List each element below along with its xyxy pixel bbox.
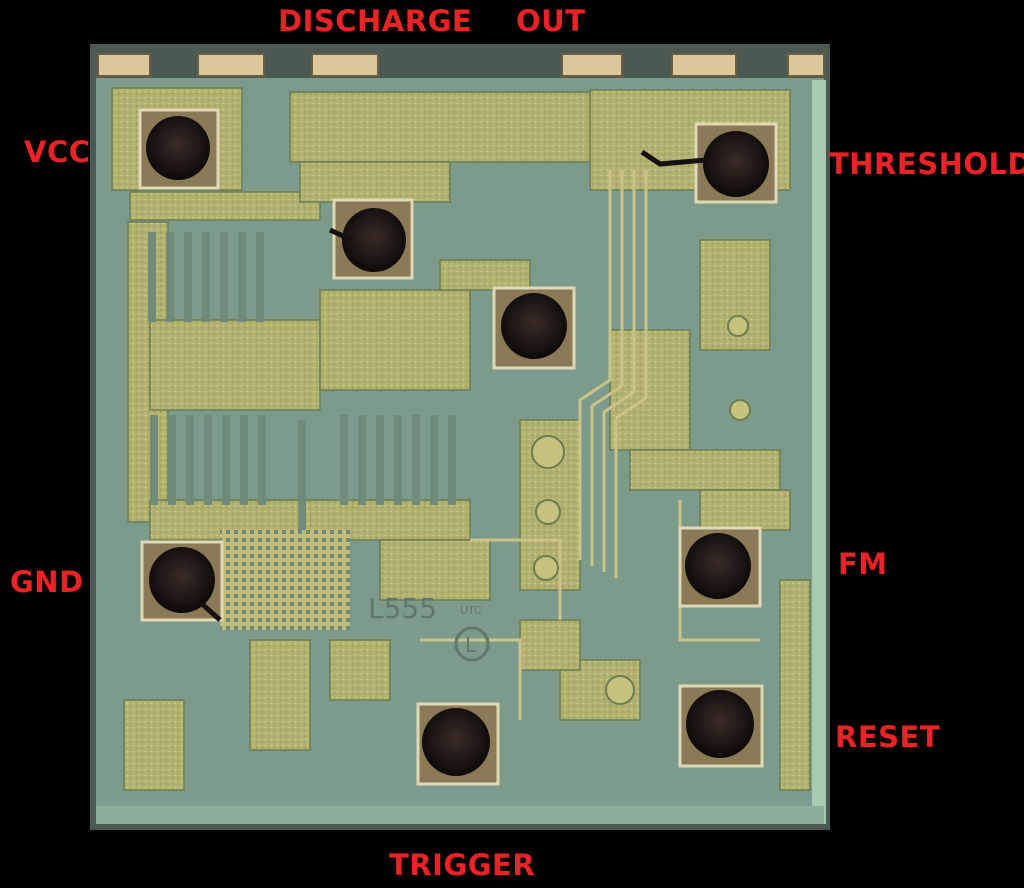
routing-bus bbox=[420, 170, 760, 720]
bond-pad-fm bbox=[678, 526, 762, 608]
bond-pad-reset bbox=[678, 684, 764, 768]
die-marking: L555 UTC L bbox=[368, 592, 490, 662]
bond-pad-trigger bbox=[416, 702, 500, 786]
pin-label-vcc: VCC bbox=[24, 135, 91, 169]
finger-array-top bbox=[148, 232, 264, 322]
maker-marking: UTC bbox=[460, 604, 482, 617]
part-marking: L555 bbox=[368, 592, 437, 625]
pin-label-fm: FM bbox=[838, 547, 888, 581]
top-edge-pads bbox=[97, 53, 825, 77]
logo-letter: L bbox=[465, 633, 477, 657]
pin-label-gnd: GND bbox=[10, 565, 84, 599]
pin-label-out: OUT bbox=[516, 4, 586, 38]
pin-label-discharge: DISCHARGE bbox=[278, 4, 473, 38]
contact-grid bbox=[220, 530, 350, 630]
bond-pad-vcc bbox=[138, 108, 220, 190]
bond-pad-discharge bbox=[328, 198, 414, 280]
bond-pad-out bbox=[492, 286, 576, 370]
logo-ring bbox=[454, 626, 490, 662]
pin-label-trigger: TRIGGER bbox=[389, 848, 536, 882]
finger-array-center bbox=[340, 415, 456, 505]
round-contacts bbox=[531, 315, 751, 705]
pin-label-threshold: THRESHOLD bbox=[829, 147, 1024, 181]
pin-label-reset: RESET bbox=[835, 720, 941, 754]
bond-pad-threshold bbox=[640, 122, 778, 204]
bond-pad-gnd bbox=[140, 540, 224, 622]
finger-array-left bbox=[150, 415, 306, 530]
metal-layer bbox=[111, 87, 811, 791]
